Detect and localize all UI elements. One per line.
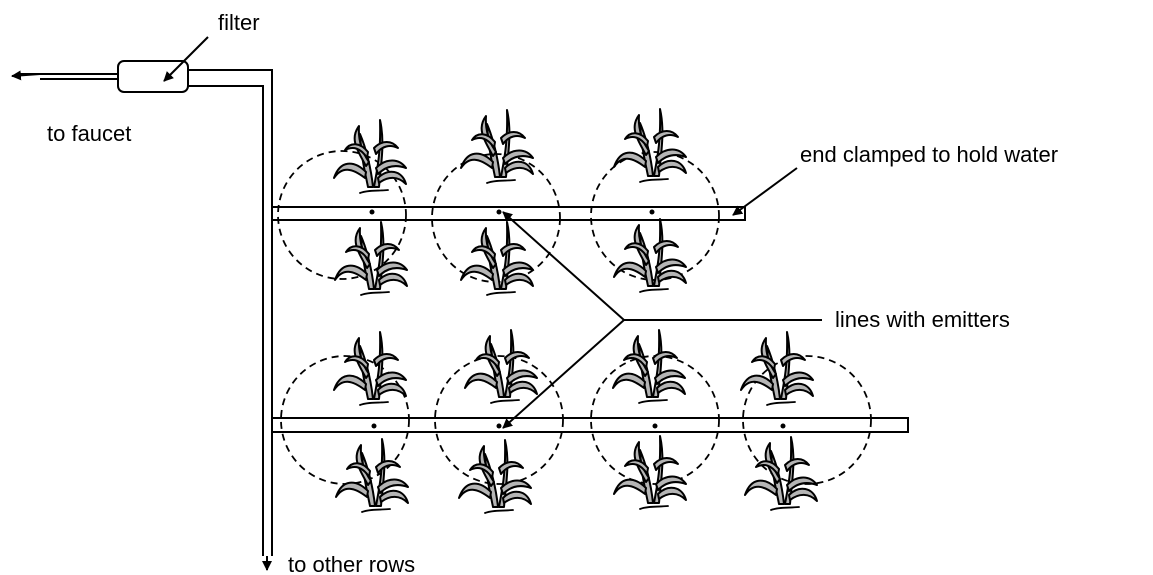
emitter — [780, 423, 786, 429]
plant-icon — [613, 218, 687, 293]
plant-icon — [613, 435, 687, 510]
emitter-line-pointer-upper — [502, 211, 625, 321]
plant-icon — [458, 439, 532, 514]
wetting-zones — [277, 150, 872, 485]
faucet-arrow — [11, 70, 41, 81]
emitter — [649, 209, 655, 215]
emitter-lines-label: lines with emitters — [835, 307, 1010, 332]
faucet-label: to faucet — [47, 121, 131, 146]
drip-line-lower — [272, 417, 909, 433]
emitter — [652, 423, 658, 429]
plant-icon — [333, 331, 407, 406]
emitter — [369, 209, 375, 215]
plant-icon — [464, 329, 538, 404]
filter-pointer — [163, 36, 209, 82]
main-supply-pipe — [18, 60, 273, 556]
plant-icon — [613, 108, 687, 183]
emitter-line-pointer-lower — [502, 319, 625, 429]
plant-icon — [460, 109, 534, 184]
emitter — [496, 423, 502, 429]
emitter — [371, 423, 377, 429]
plant-icon — [335, 438, 409, 513]
wetting-zone — [277, 150, 407, 280]
end-clamp-pointer — [732, 167, 798, 216]
plant-icon — [744, 436, 818, 511]
emitters — [369, 209, 786, 429]
pointers — [11, 36, 822, 571]
emitter — [496, 209, 502, 215]
plant-icon — [612, 329, 686, 404]
wetting-zone — [434, 355, 564, 485]
filter-icon — [117, 60, 189, 93]
other-rows-label: to other rows — [288, 552, 415, 575]
filter-label: filter — [218, 10, 260, 35]
plants — [333, 108, 818, 514]
plant-icon — [740, 331, 814, 406]
plant-icon — [460, 221, 534, 296]
end-clamped-label: end clamped to hold water — [800, 142, 1058, 167]
plant-icon — [334, 221, 408, 296]
